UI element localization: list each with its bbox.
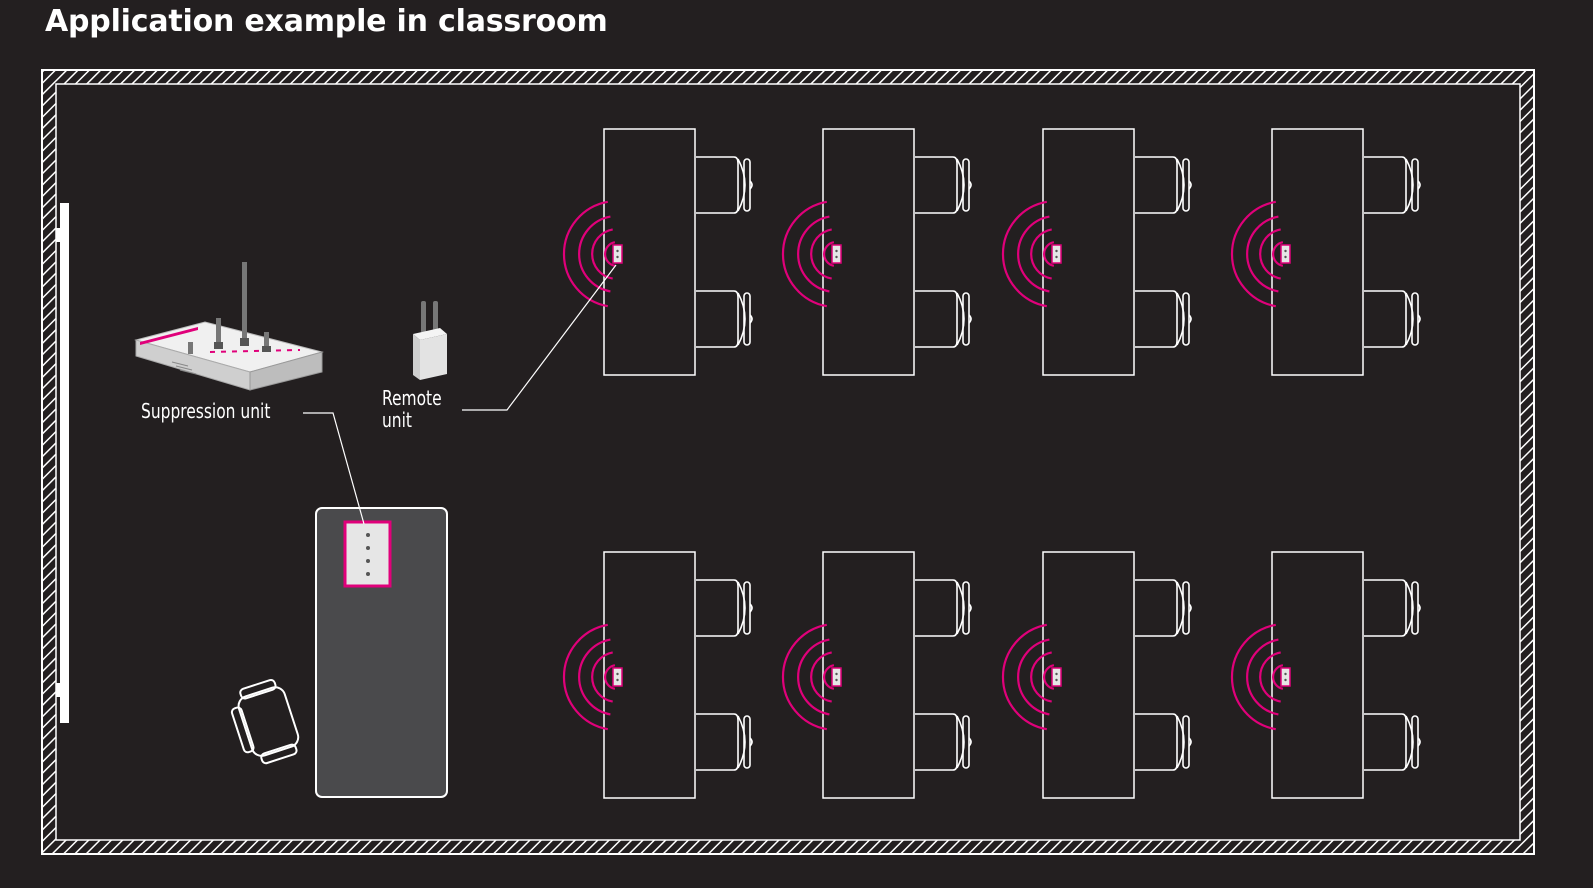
student-desk-group bbox=[1001, 128, 1192, 376]
chair-icon bbox=[696, 290, 753, 348]
remote-unit-label-line2: unit bbox=[382, 408, 412, 432]
student-desks bbox=[562, 128, 1421, 799]
signal-wave-icon bbox=[1230, 200, 1284, 308]
chair-icon bbox=[915, 290, 972, 348]
chair-icon bbox=[1364, 290, 1421, 348]
chair-icon bbox=[696, 156, 753, 214]
chalkboard bbox=[56, 203, 69, 723]
chair-icon bbox=[230, 678, 300, 765]
jammer-device bbox=[1051, 244, 1062, 264]
jammer-device bbox=[831, 667, 842, 687]
signal-wave-icon bbox=[562, 200, 616, 308]
suppression-unit-installed bbox=[343, 520, 392, 588]
remote-unit-label-line1: Remote bbox=[382, 386, 442, 410]
signal-wave-icon bbox=[1001, 200, 1055, 308]
student-desk-group bbox=[1230, 551, 1421, 799]
signal-wave-icon bbox=[781, 200, 835, 308]
signal-wave-icon bbox=[781, 623, 835, 731]
page-title: Application example in classroom bbox=[45, 4, 608, 39]
chair-icon bbox=[1135, 579, 1192, 637]
chair-icon bbox=[1135, 156, 1192, 214]
leader-lines bbox=[303, 264, 617, 525]
jammer-device bbox=[1280, 244, 1291, 264]
signal-wave-icon bbox=[1230, 623, 1284, 731]
suppression-unit-label: Suppression unit bbox=[141, 399, 271, 423]
chair-icon bbox=[915, 713, 972, 771]
chair-icon bbox=[1364, 579, 1421, 637]
student-desk-group bbox=[562, 128, 753, 376]
chair-icon bbox=[1135, 290, 1192, 348]
router-icon bbox=[134, 262, 324, 391]
jammer-device bbox=[612, 667, 623, 687]
remote-unit-icon bbox=[413, 301, 447, 380]
chair-icon bbox=[915, 579, 972, 637]
chair-icon bbox=[1364, 156, 1421, 214]
chair-icon bbox=[1135, 713, 1192, 771]
student-desk-group bbox=[781, 128, 972, 376]
student-desk-group bbox=[1230, 128, 1421, 376]
jammer-device bbox=[1051, 667, 1062, 687]
room-walls bbox=[41, 69, 1535, 855]
signal-wave-icon bbox=[562, 623, 616, 731]
chair-icon bbox=[915, 156, 972, 214]
chair-icon bbox=[1364, 713, 1421, 771]
signal-wave-icon bbox=[1001, 623, 1055, 731]
jammer-device bbox=[831, 244, 842, 264]
student-desk-group bbox=[1001, 551, 1192, 799]
student-desk-group bbox=[781, 551, 972, 799]
jammer-device bbox=[612, 244, 623, 264]
chair-icon bbox=[696, 713, 753, 771]
chair-icon bbox=[696, 579, 753, 637]
student-desk-group bbox=[562, 551, 753, 799]
jammer-device bbox=[1280, 667, 1291, 687]
remote-unit-label: Remote unit bbox=[382, 387, 442, 431]
